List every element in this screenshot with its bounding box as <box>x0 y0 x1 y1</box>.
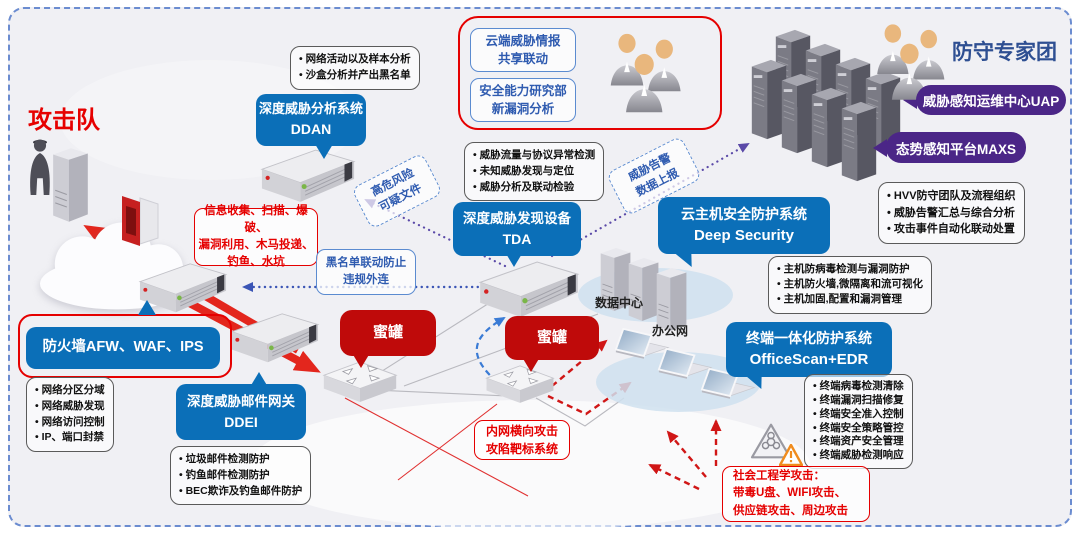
tda-callout: 深度威胁发现设备 TDA <box>453 202 581 256</box>
bullet-item: 威胁分析及联动检验 <box>473 180 595 196</box>
bullet-item: 终端资产安全管理 <box>813 435 904 449</box>
blacklist-line: 黑名单联动防止 <box>325 257 407 270</box>
attack-method-line: 钓鱼、水坑 <box>227 256 285 269</box>
attack-method-line: 信息收集、扫描、爆破、 <box>204 204 308 234</box>
maxs-label: 态势感知平台MAXS <box>895 141 1016 157</box>
breached-gate-icon <box>118 194 162 248</box>
tda-feature-note: 威胁流量与协议异常检测 未知威胁发现与定位 威胁分析及联动检验 <box>464 142 605 202</box>
blacklist-line: 违规外连 <box>343 274 389 286</box>
host-protection-note: 主机防病毒检测与漏洞防护 主机防火墙,微隔离和流可视化 主机加固,配置和漏洞管理 <box>768 256 933 314</box>
ddan-name: 深度威胁分析系统 <box>258 101 363 117</box>
ddei-model: DDEI <box>224 413 258 430</box>
tda-model: TDA <box>502 230 532 247</box>
bullet-item: 网络威胁发现 <box>35 399 105 415</box>
bullet-item: BEC欺诈及钓鱼邮件防护 <box>179 484 303 500</box>
bullet-item: 垃圾邮件检测防护 <box>179 452 302 468</box>
bullet-item: IP、端口封禁 <box>35 430 105 446</box>
hvv-note: HVV防守团队及流程组织 威胁告警汇总与综合分析 攻击事件自动化联动处置 <box>878 182 1025 244</box>
uap-badge: 威胁感知运维中心UAP <box>916 85 1066 115</box>
datacenter-label: 数据中心 <box>595 296 644 310</box>
research-line: 安全能力研究部 <box>479 83 567 98</box>
mail-feature-note: 垃圾邮件检测防护 钓鱼邮件检测防护 BEC欺诈及钓鱼邮件防护 <box>170 446 312 506</box>
defense-team-title: 防守专家团 <box>952 41 1057 64</box>
cloud-intel-line: 云端威胁情报 <box>485 33 561 48</box>
bullet-item: 终端威胁检测响应 <box>813 449 904 463</box>
honeypot-right-callout: 蜜罐 <box>505 316 599 360</box>
research-team-people-icon <box>600 30 698 118</box>
deep-security-name: 云主机安全防护系统 <box>681 206 807 223</box>
bullet-item: 终端安全策略管控 <box>813 422 904 436</box>
bullet-item: 未知威胁发现与定位 <box>473 164 595 180</box>
honeypot-left-callout: 蜜罐 <box>340 310 436 356</box>
bullet-item: 威胁告警汇总与综合分析 <box>887 205 1016 222</box>
research-line: 新漏洞分析 <box>491 102 555 116</box>
officescan-callout: 终端一体化防护系统 OfficeScan+EDR <box>726 322 892 377</box>
social-attack-line: 社会工程学攻击： <box>733 470 825 483</box>
bullet-item: 终端漏洞扫描修复 <box>813 394 904 408</box>
ddei-name: 深度威胁邮件网关 <box>187 394 295 410</box>
social-attack-line: 供应链攻击、周边攻击 <box>733 504 848 517</box>
bullet-item: 网络访问控制 <box>35 415 105 431</box>
bullet-item: 网络活动以及样本分析 <box>299 52 411 68</box>
bullet-item: 威胁流量与协议异常检测 <box>473 148 596 164</box>
lateral-attack-line: 攻陷靶标系统 <box>485 442 558 456</box>
uap-label: 威胁感知运维中心UAP <box>922 94 1060 109</box>
bullet-item: 主机加固,配置和漏洞管理 <box>777 292 923 307</box>
attack-team-title: 攻击队 <box>28 107 100 134</box>
ddan-appliance-icon <box>260 148 356 204</box>
honeypot-left-label: 蜜罐 <box>372 324 403 342</box>
attack-method-line: 漏洞利用、木马投递、 <box>198 239 314 251</box>
bullet-item: HVV防守团队及流程组织 <box>887 188 1016 205</box>
lateral-attack-line: 内网横向攻击 <box>485 424 558 438</box>
cloud-intel-line: 共享联动 <box>497 52 548 66</box>
network-feature-note: 网络分区分域 网络威胁发现 网络访问控制 IP、端口封禁 <box>26 377 114 452</box>
bullet-item: 终端安全准入控制 <box>813 408 904 422</box>
warning-icon <box>779 444 803 466</box>
office-network-label: 办公网 <box>652 324 689 338</box>
research-box: 安全能力研究部 新漏洞分析 <box>470 78 576 122</box>
attack-methods-box: 信息收集、扫描、爆破、 漏洞利用、木马投递、 钓鱼、水坑 <box>194 205 318 268</box>
ddei-callout: 深度威胁邮件网关 DDEI <box>176 384 306 440</box>
tda-name: 深度威胁发现设备 <box>463 211 571 227</box>
bullet-item: 主机防火墙,微隔离和流可视化 <box>777 277 923 292</box>
social-engineering-box: 社会工程学攻击： 带毒U盘、WIFI攻击、 供应链攻击、周边攻击 <box>722 466 870 522</box>
bullet-item: 钓鱼邮件检测防护 <box>179 468 302 484</box>
attacker-server-icon <box>50 146 92 224</box>
sandbox-note: 网络活动以及样本分析 沙盒分析并产出黑名单 <box>290 46 420 90</box>
bullet-item: 网络分区分域 <box>35 383 105 399</box>
bullet-item: 沙盒分析并产出黑名单 <box>299 68 411 84</box>
deep-security-model: Deep Security <box>693 226 795 244</box>
ddan-callout: 深度威胁分析系统 DDAN <box>256 94 366 146</box>
blacklist-box: 黑名单联动防止 违规外连 <box>316 249 416 295</box>
ddei-appliance-icon <box>230 312 320 364</box>
cloud-intel-frame <box>458 16 722 130</box>
bullet-item: 主机防病毒检测与漏洞防护 <box>777 262 923 277</box>
social-attack-line: 带毒U盘、WIFI攻击、 <box>733 487 847 500</box>
tda-appliance-icon <box>478 260 580 319</box>
endpoint-feature-note: 终端病毒检测清除 终端漏洞扫描修复 终端安全准入控制 终端安全策略管控 终端资产… <box>804 374 913 470</box>
bullet-item: 攻击事件自动化联动处置 <box>887 221 1016 238</box>
lateral-attack-box: 内网横向攻击 攻陷靶标系统 <box>474 420 570 460</box>
maxs-badge: 态势感知平台MAXS <box>886 132 1026 163</box>
firewall-callout: 防火墙AFW、WAF、IPS <box>26 327 220 369</box>
cloud-intel-box: 云端威胁情报 共享联动 <box>470 28 576 72</box>
firewall-name: 防火墙AFW、WAF、IPS <box>42 339 204 356</box>
ddan-model: DDAN <box>290 121 332 138</box>
switch-right-icon <box>483 362 557 405</box>
officescan-name: 终端一体化防护系统 <box>746 330 872 347</box>
deep-security-callout: 云主机安全防护系统 Deep Security <box>658 197 830 254</box>
bullet-item: 终端病毒检测清除 <box>813 380 904 394</box>
officescan-model: OfficeScan+EDR <box>749 350 869 368</box>
honeypot-right-label: 蜜罐 <box>536 329 567 347</box>
